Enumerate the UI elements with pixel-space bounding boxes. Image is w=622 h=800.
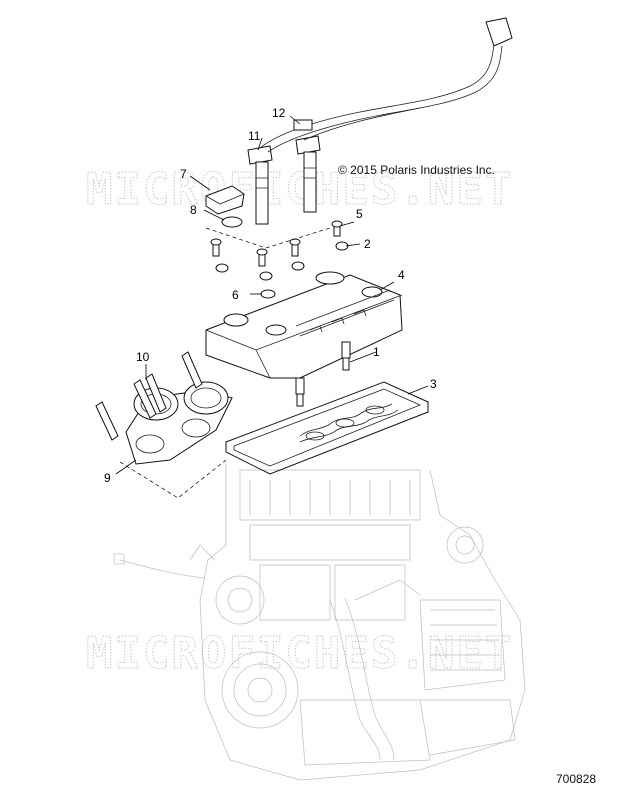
watermark-top: MICROFICHES.NET	[86, 164, 513, 215]
part-7-oil-cap	[205, 185, 245, 215]
callout-6: 6	[232, 288, 239, 302]
callout-1: 1	[373, 345, 380, 359]
callout-11: 11	[248, 129, 261, 143]
callout-2: 2	[364, 237, 371, 251]
part-10-bolts	[95, 351, 203, 441]
callout-12: 12	[272, 106, 286, 120]
callout-8: 8	[190, 203, 197, 217]
callout-leaders	[115, 115, 429, 475]
part-1-spark-plugs	[295, 341, 351, 407]
callout-9: 9	[104, 471, 111, 485]
callout-7: 7	[180, 167, 187, 181]
part-4-valve-cover	[205, 271, 403, 379]
copyright-notice: © 2015 Polaris Industries Inc.	[338, 163, 495, 177]
engine-block-outline	[113, 462, 526, 781]
part-5-bolts-and-part-2-grommets	[210, 220, 349, 281]
callout-5: 5	[356, 207, 363, 221]
part-11-ignition-coils	[247, 135, 321, 225]
part-6-washer	[260, 289, 276, 299]
part-12-ignition-harness	[259, 17, 513, 153]
part-8-o-ring	[221, 216, 243, 228]
callout-3: 3	[430, 377, 437, 391]
callout-4: 4	[398, 268, 405, 282]
callout-10: 10	[136, 350, 150, 364]
watermark-bottom: MICROFICHES.NET	[86, 628, 513, 679]
part-3-valve-cover-gasket	[225, 381, 429, 475]
figure-number: 700828	[556, 772, 596, 786]
assembly-guide-lines	[119, 227, 331, 499]
